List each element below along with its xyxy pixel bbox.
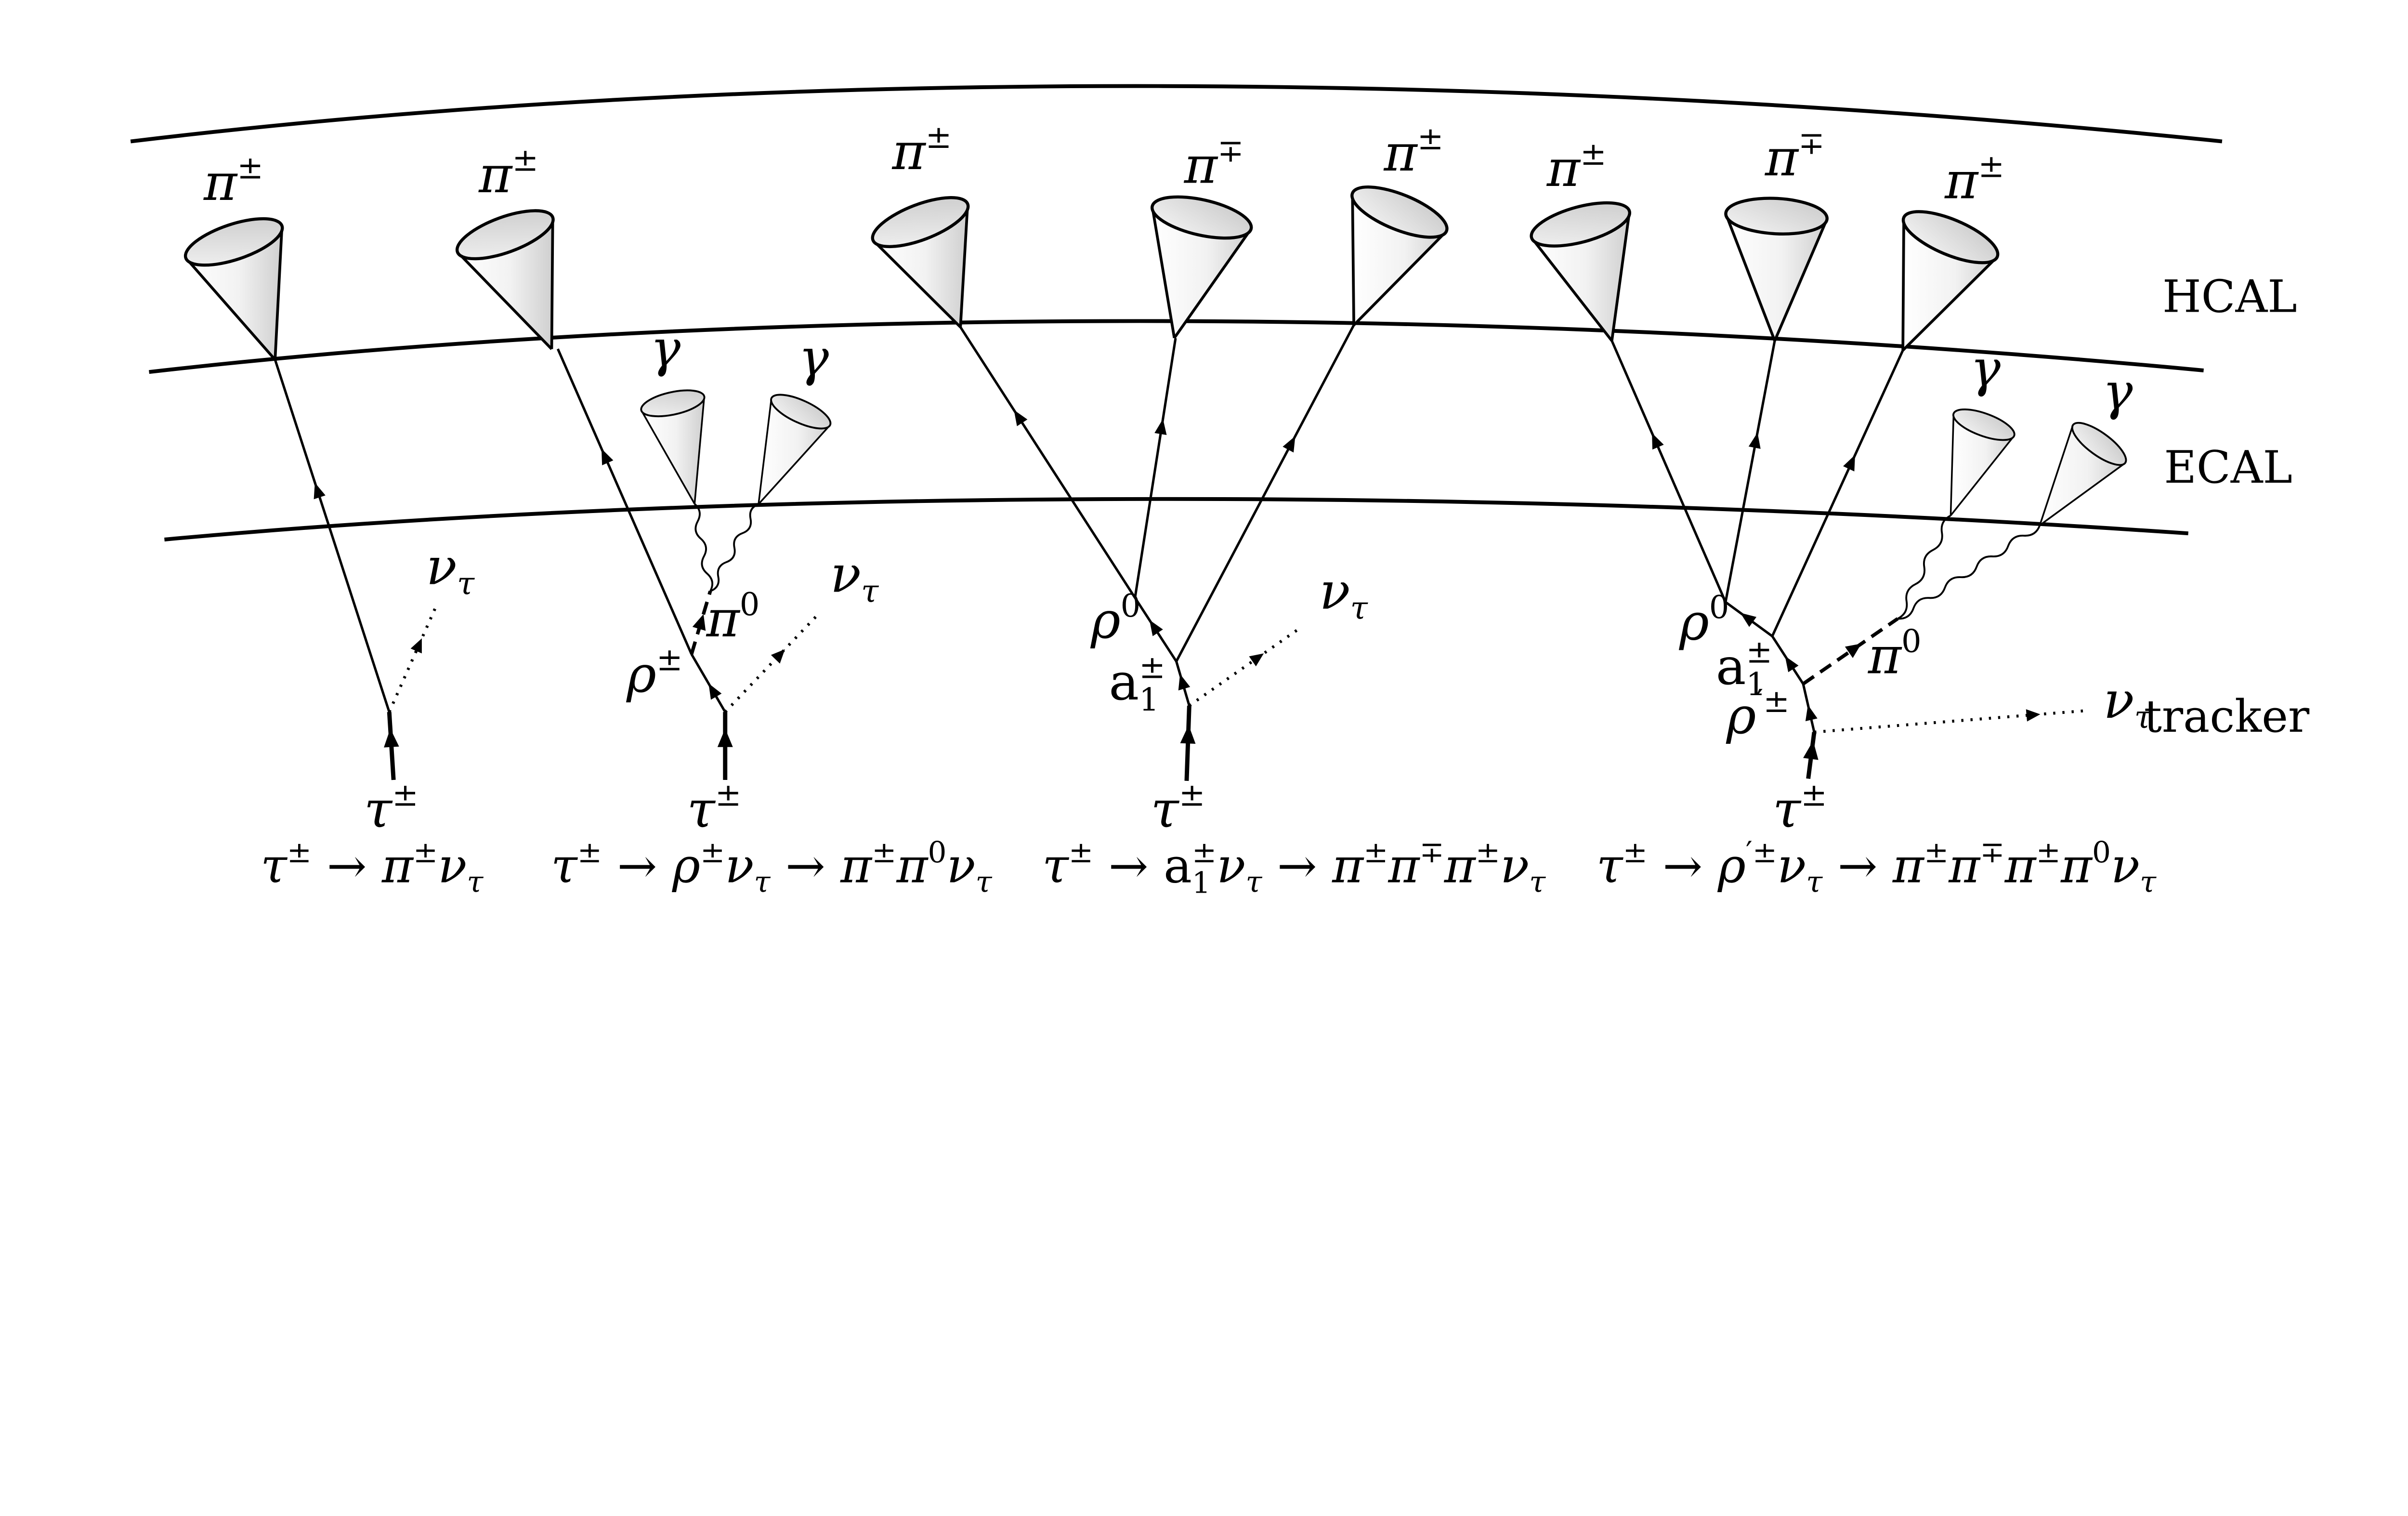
decay-group-4: π± π∓ π± ρ′± a±1 ρ0 π0 γ γ τ± ντ τ± → ρ′…	[1530, 125, 2157, 899]
neutrino-label: ντ	[830, 544, 879, 609]
pi0-arrowhead-icon	[692, 614, 706, 631]
pion-label: π∓	[1184, 132, 1244, 195]
pi0-label: π0	[706, 586, 760, 648]
track-arrowhead-icon	[708, 683, 722, 700]
decay-group-2: π± ρ± π0 γ γ τ± ντ τ± → ρ±ντ → π±π0ντ	[455, 142, 993, 899]
pion-track	[274, 359, 391, 712]
neutrino-arrowhead-icon	[771, 649, 785, 664]
neutrino-arrowhead-icon	[2026, 709, 2041, 722]
track-arrowhead-icon	[1748, 432, 1761, 449]
pion-cone	[871, 196, 970, 329]
tau-decay-detector-diagram: HCAL ECAL tracker π± τ± ντ τ± → π±ντ	[130, 84, 2310, 900]
photon-cone	[2039, 422, 2127, 526]
neutrino-track	[724, 615, 818, 713]
pion-track	[1175, 324, 1355, 662]
track-arrowhead-icon	[1149, 620, 1163, 636]
track-arrowhead-icon	[1652, 433, 1664, 450]
pion-cone	[1724, 197, 1829, 342]
pion-label: π∓	[1765, 125, 1825, 187]
rho0-label: ρ0	[1679, 589, 1729, 651]
pion-cone	[1530, 201, 1632, 342]
tracker-label: tracker	[2144, 690, 2310, 742]
hcal-outer-arc	[130, 84, 2223, 144]
tau-label: τ±	[1773, 777, 1827, 839]
gamma-label: γ	[1970, 339, 2001, 398]
pion-label: π±	[203, 150, 263, 212]
pion-label: π±	[891, 119, 952, 181]
a1-label: a±1	[1109, 649, 1165, 718]
photon-wave	[1898, 525, 2041, 620]
pion-cone	[1901, 210, 2000, 352]
tau-label: τ±	[687, 777, 742, 839]
pion-label: π±	[1546, 136, 1607, 198]
pion-cone	[183, 217, 284, 361]
decay-group-1: π± τ± ντ τ± → π±ντ	[183, 150, 484, 899]
a1-label: a±1	[1716, 634, 1773, 703]
pion-label: π±	[478, 142, 538, 204]
gamma-label: γ	[798, 328, 829, 387]
hcal-label: HCAL	[2162, 271, 2297, 323]
neutrino-label: ντ	[2104, 671, 2153, 736]
track-arrowhead-icon	[1843, 455, 1855, 472]
neutrino-label: ντ	[426, 537, 475, 602]
hcal-ecal-boundary-arc	[149, 319, 2204, 374]
pi0-track	[1802, 617, 1899, 685]
tau-label: τ±	[364, 777, 419, 839]
pion-track	[1771, 350, 1904, 637]
neutrino-track	[1814, 709, 2085, 734]
pion-track	[1610, 340, 1727, 603]
tau-label: τ±	[1151, 777, 1205, 839]
tau-arrowhead-icon	[1180, 725, 1196, 744]
rho-prime-label: ρ′±	[1726, 683, 1790, 745]
track-arrowhead-icon	[1740, 613, 1757, 627]
pi0-arrowhead-icon	[1845, 643, 1862, 658]
photon-cone	[640, 389, 706, 504]
pion-label: π±	[1944, 148, 2004, 210]
track-arrowhead-icon	[601, 448, 614, 465]
rho-label: ρ±	[626, 642, 683, 704]
rho-track	[690, 653, 726, 713]
decay-formula-1: τ± → π±ντ	[261, 835, 484, 899]
track-arrowhead-icon	[1014, 409, 1028, 426]
photon-wave	[1897, 514, 1951, 620]
neutrino-label: ντ	[1320, 562, 1369, 627]
track-arrowhead-icon	[1805, 705, 1818, 722]
pion-cone	[1350, 185, 1449, 326]
photon-cone	[1950, 408, 2015, 516]
pi0-label: π0	[1868, 623, 1922, 685]
pion-track	[1724, 340, 1776, 603]
pion-cone	[1151, 195, 1253, 339]
tau-arrowhead-icon	[717, 728, 733, 747]
pion-cone	[455, 209, 555, 350]
decay-formula-2: τ± → ρ±ντ → π±π0ντ	[551, 835, 993, 899]
track-arrowhead-icon	[1785, 656, 1799, 672]
pion-track	[1134, 338, 1177, 598]
pion-label: π±	[1384, 120, 1444, 183]
neutrino-arrowhead-icon	[1249, 653, 1264, 667]
track-arrowhead-icon	[314, 482, 326, 500]
rho0-label: ρ0	[1090, 588, 1141, 650]
track-arrowhead-icon	[1178, 674, 1191, 691]
neutrino-arrowhead-icon	[410, 638, 422, 654]
gamma-label: γ	[2102, 362, 2133, 421]
photon-cone	[758, 394, 832, 505]
track-arrowhead-icon	[1154, 419, 1167, 435]
tau-arrowhead-icon	[384, 728, 399, 748]
neutrino-track	[1188, 625, 1303, 707]
ecal-label: ECAL	[2164, 441, 2292, 493]
pion-track	[556, 348, 693, 655]
pion-track	[959, 326, 1136, 599]
photon-wave	[694, 503, 714, 592]
track-arrowhead-icon	[1283, 436, 1296, 453]
photon-wave	[710, 503, 759, 592]
gamma-label: γ	[650, 318, 681, 378]
ecal-tracker-boundary-arc	[164, 497, 2188, 541]
neutrino-track	[388, 604, 438, 713]
tau-arrowhead-icon	[1803, 740, 1819, 760]
figure-canvas: HCAL ECAL tracker π± τ± ντ τ± → π±ντ	[130, 84, 2310, 900]
decay-formula-4: τ± → ρ′±ντ → π±π∓π±π0ντ	[1597, 835, 2157, 899]
